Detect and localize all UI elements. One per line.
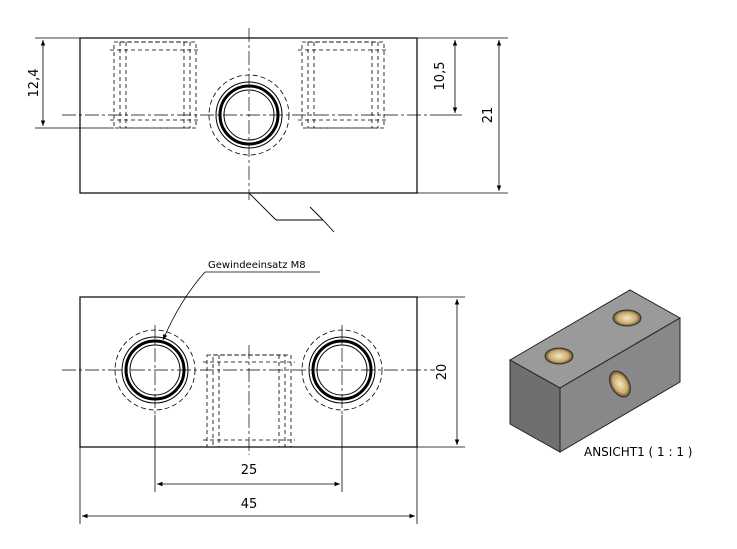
dim-21 [417,37,508,194]
hidden-bore-left [110,41,200,129]
thread-note-leader [162,271,320,341]
iso-view-label: ANSICHT1 ( 1 : 1 ) [584,445,692,459]
dim-12-4-label: 12,4 [27,69,42,98]
front-view: Gewindeeinsatz M8 25 45 20 [62,260,465,524]
hidden-bore-right [298,41,388,129]
front-centerlines [62,325,435,455]
dim-21-label: 21 [481,107,496,124]
top-view-outline [79,37,418,194]
dim-25 [154,415,343,492]
dim-45-label: 45 [241,497,258,512]
dim-10-5 [417,37,462,116]
dim-25-label: 25 [241,463,258,478]
dim-12-4 [35,37,114,129]
dim-20-label: 20 [435,364,450,381]
iso-top-hole-1 [544,347,574,365]
iso-front-hole [609,370,631,398]
top-view: 12,4 10,5 21 [27,28,508,233]
dim-10-5-label: 10,5 [433,62,448,91]
dim-45 [79,447,418,524]
top-centerlines [62,28,435,200]
dim-20 [417,296,465,448]
surface-finish-symbol [248,192,335,233]
thread-note: Gewindeeinsatz M8 [208,260,306,271]
iso-top-hole-2 [612,309,642,327]
iso-view [508,289,682,453]
